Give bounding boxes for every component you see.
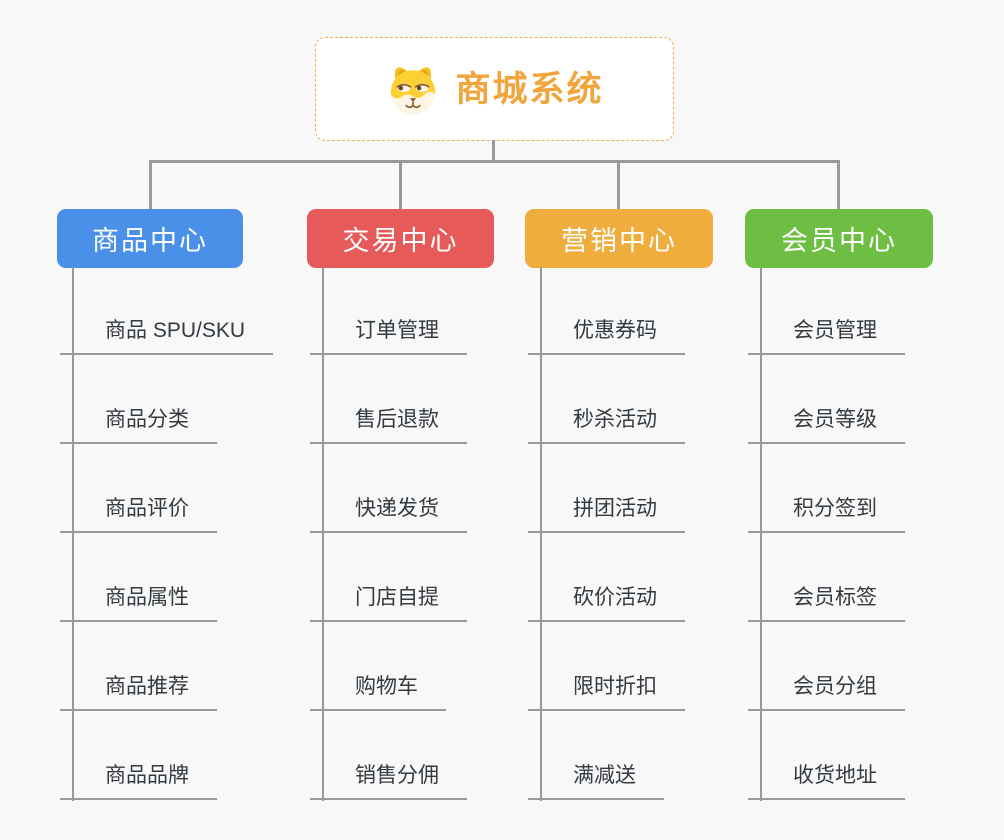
branch-label: 会员中心 [781, 226, 897, 256]
branch-item[interactable]: 会员等级 [748, 355, 905, 444]
branch-item[interactable]: 商品品牌 [60, 711, 273, 800]
root-title: 商城系统 [455, 69, 604, 109]
branch-column-product: 商品 SPU/SKU 商品分类 商品评价 商品属性 商品推荐 商品品牌 [60, 266, 274, 800]
branch-item[interactable]: 会员标签 [748, 533, 905, 622]
connector-line [760, 267, 762, 801]
branch-item[interactable]: 会员管理 [748, 266, 905, 355]
branch-node-product-center[interactable]: 商品中心 [57, 209, 243, 268]
connector-line [72, 267, 74, 801]
connector-line [322, 267, 324, 801]
connector-line [540, 267, 542, 801]
branch-label: 交易中心 [342, 226, 459, 256]
branch-item[interactable]: 商品推荐 [60, 622, 273, 711]
branch-item[interactable]: 商品分类 [60, 355, 273, 444]
connector-line [837, 160, 840, 211]
branch-column-trade: 订单管理 售后退款 快递发货 门店自提 购物车 销售分佣 [310, 266, 467, 800]
branch-item[interactable]: 限时折扣 [528, 622, 685, 711]
branch-node-marketing-center[interactable]: 营销中心 [525, 209, 713, 268]
branch-item[interactable]: 秒杀活动 [528, 355, 685, 444]
connector-line [492, 140, 495, 162]
connector-line [617, 160, 620, 211]
branch-item[interactable]: 优惠券码 [528, 266, 685, 355]
branch-item[interactable]: 购物车 [310, 622, 467, 711]
dog-icon [391, 67, 436, 115]
branch-item[interactable]: 会员分组 [748, 622, 905, 711]
branch-item[interactable]: 商品评价 [60, 444, 273, 533]
branch-item[interactable]: 积分签到 [748, 444, 905, 533]
branch-item[interactable]: 门店自提 [310, 533, 467, 622]
branch-node-member-center[interactable]: 会员中心 [745, 209, 933, 268]
branch-item[interactable]: 订单管理 [310, 266, 467, 355]
branch-item[interactable]: 售后退款 [310, 355, 467, 444]
branch-column-member: 会员管理 会员等级 积分签到 会员标签 会员分组 收货地址 [748, 266, 905, 800]
branch-item[interactable]: 快递发货 [310, 444, 467, 533]
branch-item[interactable]: 商品属性 [60, 533, 273, 622]
branch-label: 商品中心 [92, 226, 208, 256]
connector-line [399, 160, 402, 211]
root-node[interactable]: 商城系统 [315, 37, 674, 141]
branch-node-trade-center[interactable]: 交易中心 [307, 209, 494, 268]
branch-item[interactable]: 收货地址 [748, 711, 905, 800]
connector-line [149, 160, 840, 163]
branch-item[interactable]: 拼团活动 [528, 444, 685, 533]
branch-item[interactable]: 满减送 [528, 711, 685, 800]
branch-item[interactable]: 砍价活动 [528, 533, 685, 622]
connector-line [149, 160, 152, 211]
branch-item[interactable]: 商品 SPU/SKU [60, 266, 274, 355]
branch-label: 营销中心 [561, 226, 677, 256]
branch-item[interactable]: 销售分佣 [310, 711, 467, 800]
branch-column-marketing: 优惠券码 秒杀活动 拼团活动 砍价活动 限时折扣 满减送 [528, 266, 685, 800]
